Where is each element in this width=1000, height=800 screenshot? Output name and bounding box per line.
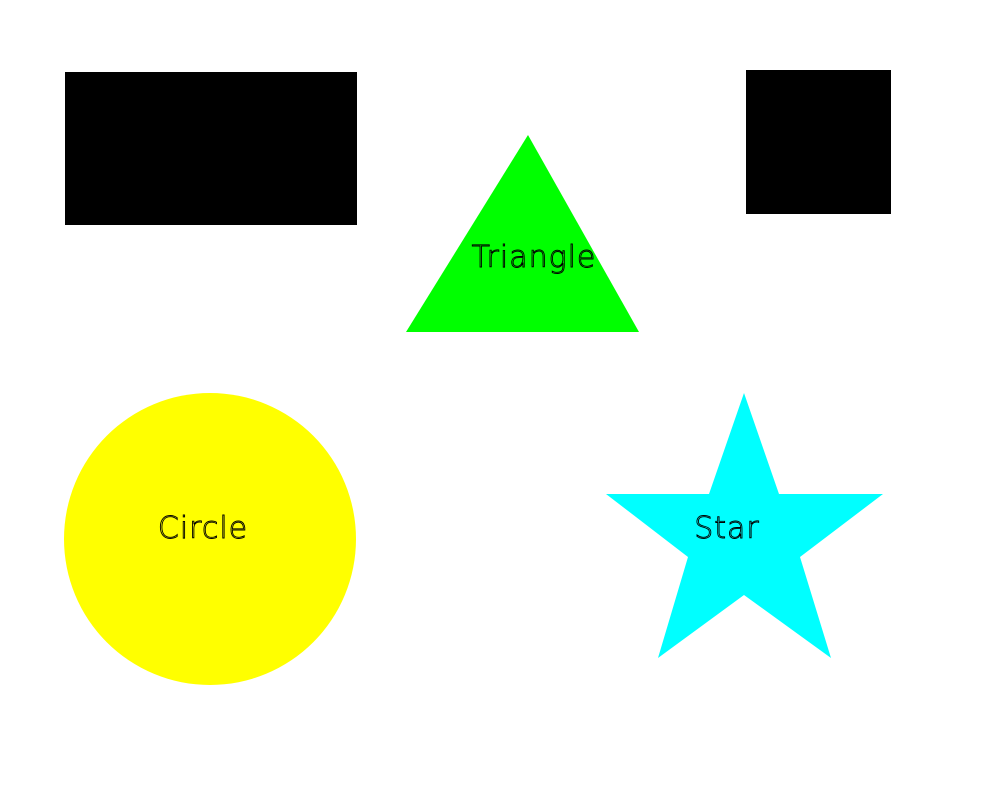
black-square — [746, 70, 891, 214]
star-label: Star — [694, 511, 760, 546]
green-triangle — [406, 135, 639, 332]
triangle-label: Triangle — [472, 240, 597, 275]
black-rectangle — [65, 72, 357, 225]
cyan-star — [606, 393, 883, 658]
circle-label: Circle — [158, 511, 248, 546]
yellow-circle — [64, 393, 356, 685]
